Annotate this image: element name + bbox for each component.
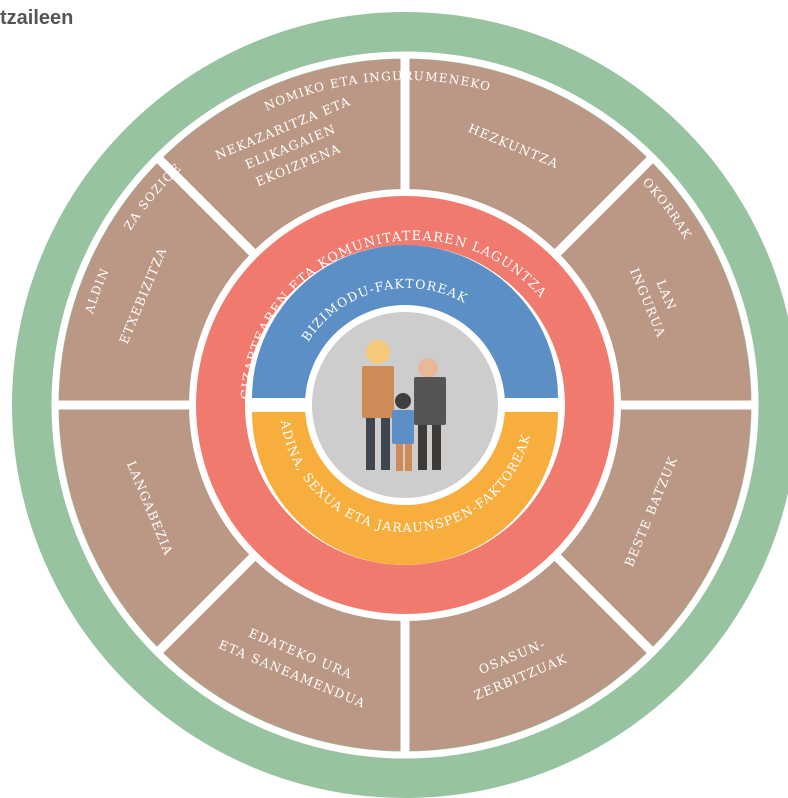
- page-title: tzaileen: [0, 7, 74, 29]
- family-icon: [362, 340, 446, 471]
